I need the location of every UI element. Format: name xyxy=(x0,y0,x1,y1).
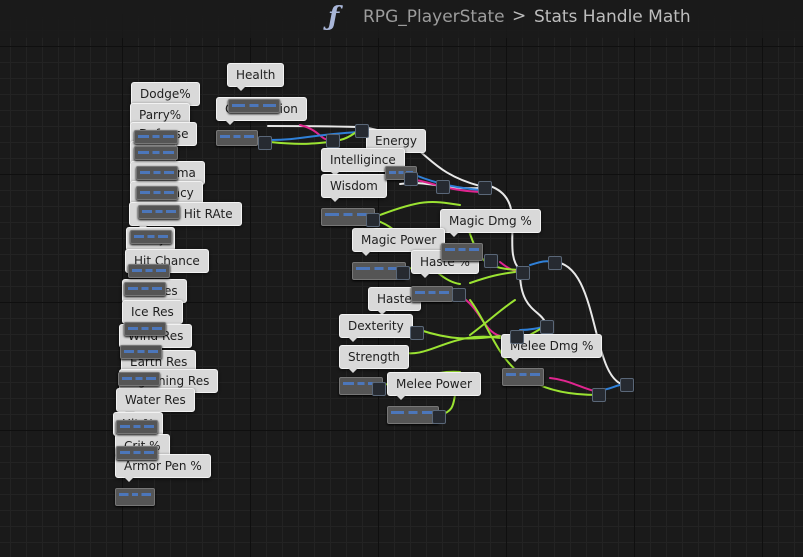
node-math[interactable] xyxy=(484,254,498,268)
node-armor-pen-getter[interactable] xyxy=(115,488,155,506)
breadcrumb-parent[interactable]: RPG_PlayerState xyxy=(363,7,505,27)
node-return[interactable] xyxy=(620,378,634,392)
node-set-energy[interactable] xyxy=(355,124,369,138)
node-math[interactable] xyxy=(326,134,340,148)
node-left-stat-getter[interactable] xyxy=(124,282,166,296)
breadcrumb: ƒ RPG_PlayerState > Stats Handle Math xyxy=(0,0,803,38)
node-left-stat-getter[interactable] xyxy=(134,146,178,160)
node-magic-power-getter[interactable] xyxy=(352,262,406,280)
node-math[interactable] xyxy=(366,213,380,227)
node-math[interactable] xyxy=(372,382,386,396)
comment-ice-res[interactable]: Ice Res xyxy=(122,300,183,328)
node-math[interactable] xyxy=(592,388,606,402)
float-wire xyxy=(469,271,516,284)
breadcrumb-separator-icon: > xyxy=(512,6,527,26)
comment-dexterity[interactable]: Dexterity xyxy=(339,314,413,342)
node-left-stat-getter[interactable] xyxy=(124,322,166,336)
comment-melee-power[interactable]: Melee Power xyxy=(387,372,481,400)
comment-strength[interactable]: Strength xyxy=(339,345,409,373)
exec-wire xyxy=(519,271,546,323)
comment-health[interactable]: Health xyxy=(227,63,285,91)
struct-wire xyxy=(269,131,359,141)
node-left-stat-getter[interactable] xyxy=(136,186,178,200)
float-wire xyxy=(269,141,331,145)
node-left-stat-getter[interactable] xyxy=(128,264,170,278)
node-math[interactable] xyxy=(436,180,450,194)
node-left-stat-getter[interactable] xyxy=(136,166,178,180)
node-left-stat-getter[interactable] xyxy=(138,205,180,219)
node-magic-dmg-getter[interactable] xyxy=(441,243,483,261)
node-set-melee[interactable] xyxy=(540,320,554,334)
node-set-haste[interactable] xyxy=(548,256,562,270)
breadcrumb-current: Stats Handle Math xyxy=(534,7,691,27)
node-math[interactable] xyxy=(432,410,446,424)
exec-wire xyxy=(267,125,359,128)
node-melee-dmg-getter[interactable] xyxy=(502,368,544,386)
node-left-stat-getter[interactable] xyxy=(134,130,178,144)
node-left-stat-getter[interactable] xyxy=(118,372,160,386)
float-wire xyxy=(399,335,501,355)
node-health-getter[interactable] xyxy=(228,99,280,113)
node-left-stat-getter[interactable] xyxy=(130,230,172,244)
node-math[interactable] xyxy=(516,266,530,280)
node-math[interactable] xyxy=(410,326,424,340)
node-math[interactable] xyxy=(452,288,466,302)
float-wire xyxy=(469,299,516,336)
node-constitution-getter[interactable] xyxy=(216,130,258,146)
float-wire xyxy=(379,201,461,216)
float-wire xyxy=(469,299,599,396)
node-haste-getter[interactable] xyxy=(411,286,453,302)
node-left-stat-getter[interactable] xyxy=(116,446,158,460)
comment-magic-dmg[interactable]: Magic Dmg % xyxy=(440,209,541,237)
exec-wire xyxy=(552,261,626,386)
function-icon: ƒ xyxy=(328,2,340,32)
node-math[interactable] xyxy=(404,172,418,186)
node-left-stat-getter[interactable] xyxy=(116,420,158,434)
node-math[interactable] xyxy=(258,136,272,150)
node-set-magic[interactable] xyxy=(478,181,492,195)
node-math[interactable] xyxy=(396,266,410,280)
comment-dodge[interactable]: Dodge% xyxy=(131,82,200,110)
comment-water-res[interactable]: Water Res xyxy=(116,388,195,416)
comment-magic-power[interactable]: Magic Power xyxy=(352,228,446,256)
node-left-stat-getter[interactable] xyxy=(120,345,162,359)
comment-intelligence[interactable]: Intelligince xyxy=(321,148,405,176)
comment-wisdom[interactable]: Wisdom xyxy=(321,174,387,202)
node-math[interactable] xyxy=(510,330,524,344)
